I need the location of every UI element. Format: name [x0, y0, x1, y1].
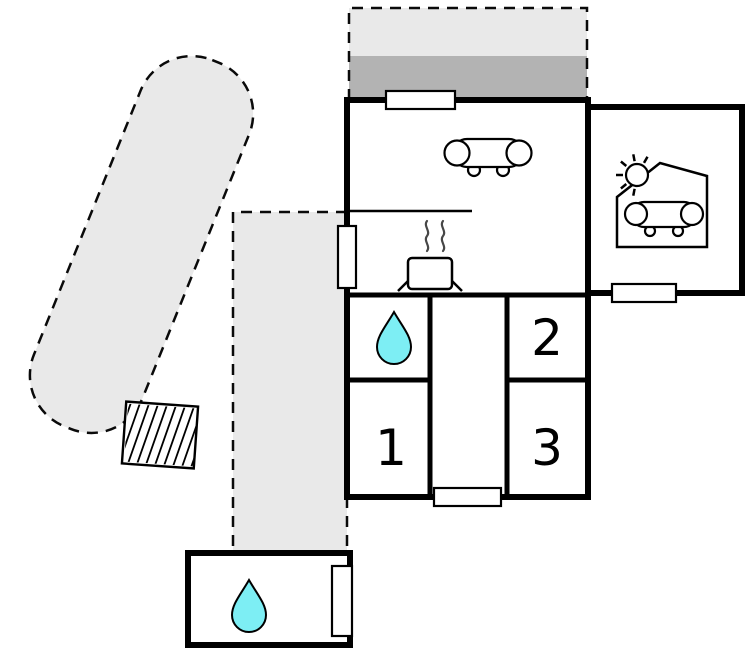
entrance-door [432, 486, 503, 508]
corridor-area [231, 210, 349, 553]
room-3-label: 3 [531, 419, 563, 477]
stairs-icon [120, 400, 200, 470]
stairs-box [120, 400, 200, 470]
driveway-area [28, 54, 255, 435]
sofa-armrest [443, 139, 471, 167]
outbuilding-walls [185, 550, 353, 648]
sun-icon [616, 154, 650, 196]
interior-walls [344, 209, 591, 497]
window-outbuilding [330, 564, 354, 638]
corridor-fill [233, 212, 347, 553]
corridor-dashed-border [231, 210, 347, 553]
terrace-dashed-border [347, 6, 589, 100]
sun-disc [624, 162, 650, 188]
window-conservatory [610, 282, 678, 304]
stove-icon [397, 219, 463, 292]
pot-handle-right [451, 280, 463, 292]
conservatory-icon [615, 154, 709, 249]
pot-handle-left [397, 280, 409, 292]
driveway-shape [28, 54, 255, 435]
terrace-light-area [349, 8, 587, 56]
window-top [384, 89, 457, 111]
window-living-left [336, 224, 358, 290]
conservatory-sofa-icon [623, 200, 705, 238]
terrace-dark-band [349, 56, 587, 100]
room-1-label: 1 [375, 419, 407, 477]
water-drop-icon-outbuilding [230, 577, 268, 633]
steam-line [424, 219, 430, 253]
steam-line [440, 219, 446, 253]
room-2-label: 2 [531, 309, 563, 367]
pot-body [406, 256, 454, 291]
sofa-armrest [679, 201, 705, 227]
sofa-armrest [505, 139, 533, 167]
outbuilding [185, 550, 354, 648]
water-drop-icon-bathroom [375, 309, 413, 365]
terrace-area [347, 6, 589, 100]
sofa-icon [443, 137, 533, 178]
sofa-armrest [623, 201, 649, 227]
